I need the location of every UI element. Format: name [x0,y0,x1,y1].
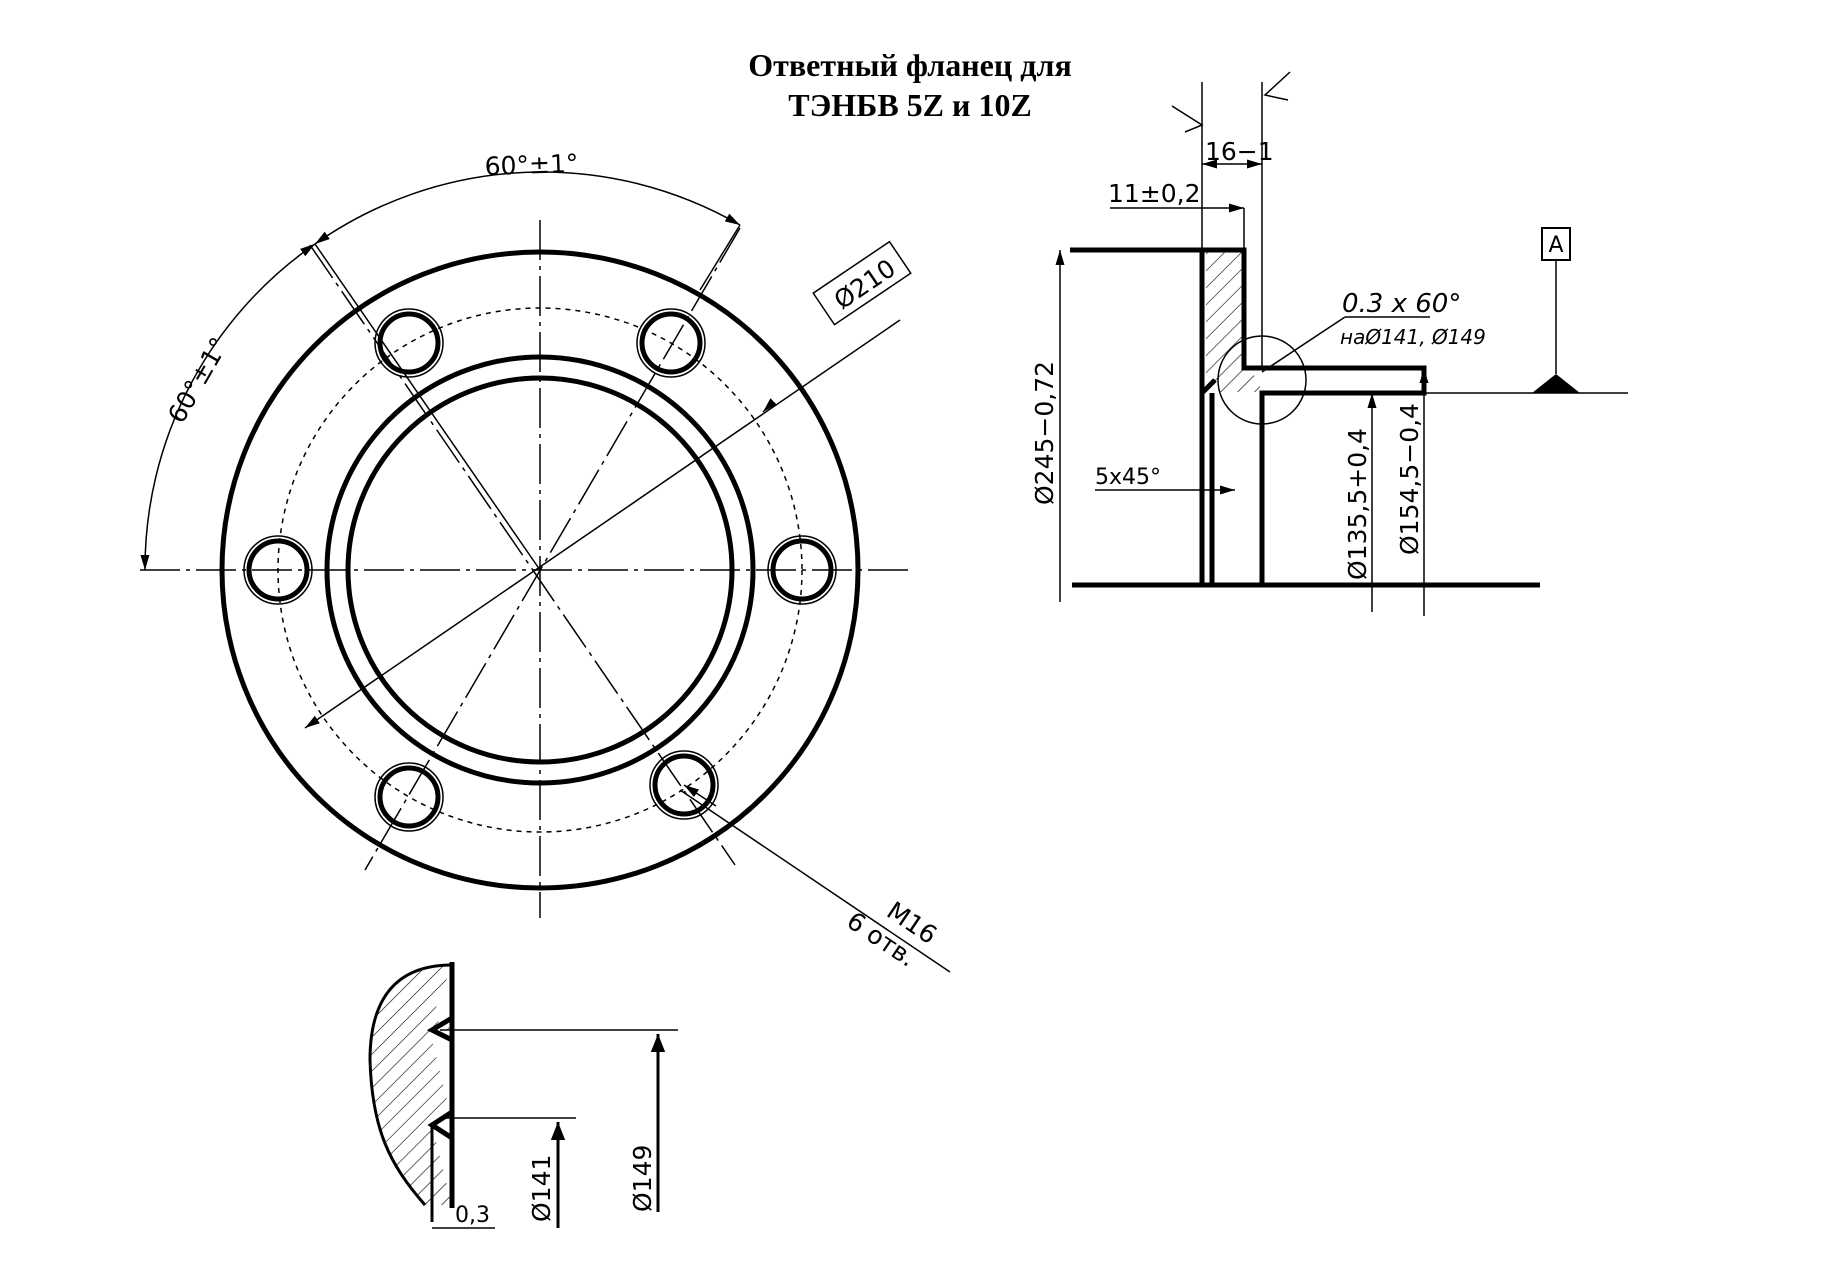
title-line-2: ТЭНБВ 5Z и 10Z [788,87,1032,123]
surface-mark-right [1263,71,1291,101]
bolt-hole-2 [636,308,706,378]
angle-extension-line-right [699,224,741,291]
section-contour [1199,247,1427,585]
bolt-hole-5 [374,762,444,832]
bolt-hole-3 [374,308,444,378]
bolt-circle-label: Ø210 [829,253,901,315]
detail-view: Ø149 Ø141 0,3 [368,962,678,1229]
angle-arc-left [140,243,316,571]
surface-mark-left [1171,105,1204,133]
bore-contour [345,375,735,765]
groove-note: наØ141, Ø149 [1340,325,1486,349]
bolt-circle-label-box: Ø210 [812,240,912,326]
bolt-hole-6 [649,750,719,820]
datum-marker: A [1532,227,1580,393]
title-line-1: Ответный фланец для [748,47,1072,83]
bolt-holes [243,308,837,832]
bore1-label: Ø135,5+0,4 [1343,428,1372,580]
groove-leader [1261,316,1346,373]
width-dim-label: 16−1 [1205,137,1274,166]
detail-dim-149-label: Ø149 [628,1145,657,1212]
angle-top-label: 60°±1° [484,149,579,181]
hub-dim-label: 11±0,2 [1108,179,1201,208]
detail-groove-149 [426,1015,454,1043]
section-hatch [1206,250,1260,392]
detail-dim-141-label: Ø141 [527,1155,556,1222]
section-view: 16−1 11±0,2 Ø245−0,72 5x45° 0.3 x 60° на… [1030,71,1628,616]
bolt-circle [277,307,803,833]
thread-leader-arrow [683,784,717,807]
outer-dim-label: Ø245−0,72 [1030,361,1059,505]
detail-break-line [368,963,453,1206]
groove-label: 0.3 x 60° [1342,289,1461,319]
angle-left-label: 60°±1° [162,332,234,428]
drawing-title: Ответный фланец для ТЭНБВ 5Z и 10Z [748,47,1072,123]
angle-arc-top [314,171,741,245]
chamfer-edge [1200,378,1217,395]
detail-depth-label: 0,3 [455,1203,490,1228]
diagonal-centerline-2 [364,227,741,871]
front-view: 60°±1° 60°±1° Ø210 M16 6 отв. [140,149,951,973]
angle-extension-line [314,243,541,571]
detail-callout-circle [1217,335,1307,425]
chamfer-label: 5x45° [1095,465,1161,490]
outer-contour [219,249,861,891]
datum-label: A [1548,233,1563,258]
bolt-circle-arrow [762,398,777,413]
bolt-circle-dim-line [304,319,901,729]
thread-leader [679,789,951,973]
raised-face-contour [324,354,756,786]
bolt-hole-1 [767,535,837,605]
bore2-label: Ø154,5−0,4 [1395,403,1424,555]
